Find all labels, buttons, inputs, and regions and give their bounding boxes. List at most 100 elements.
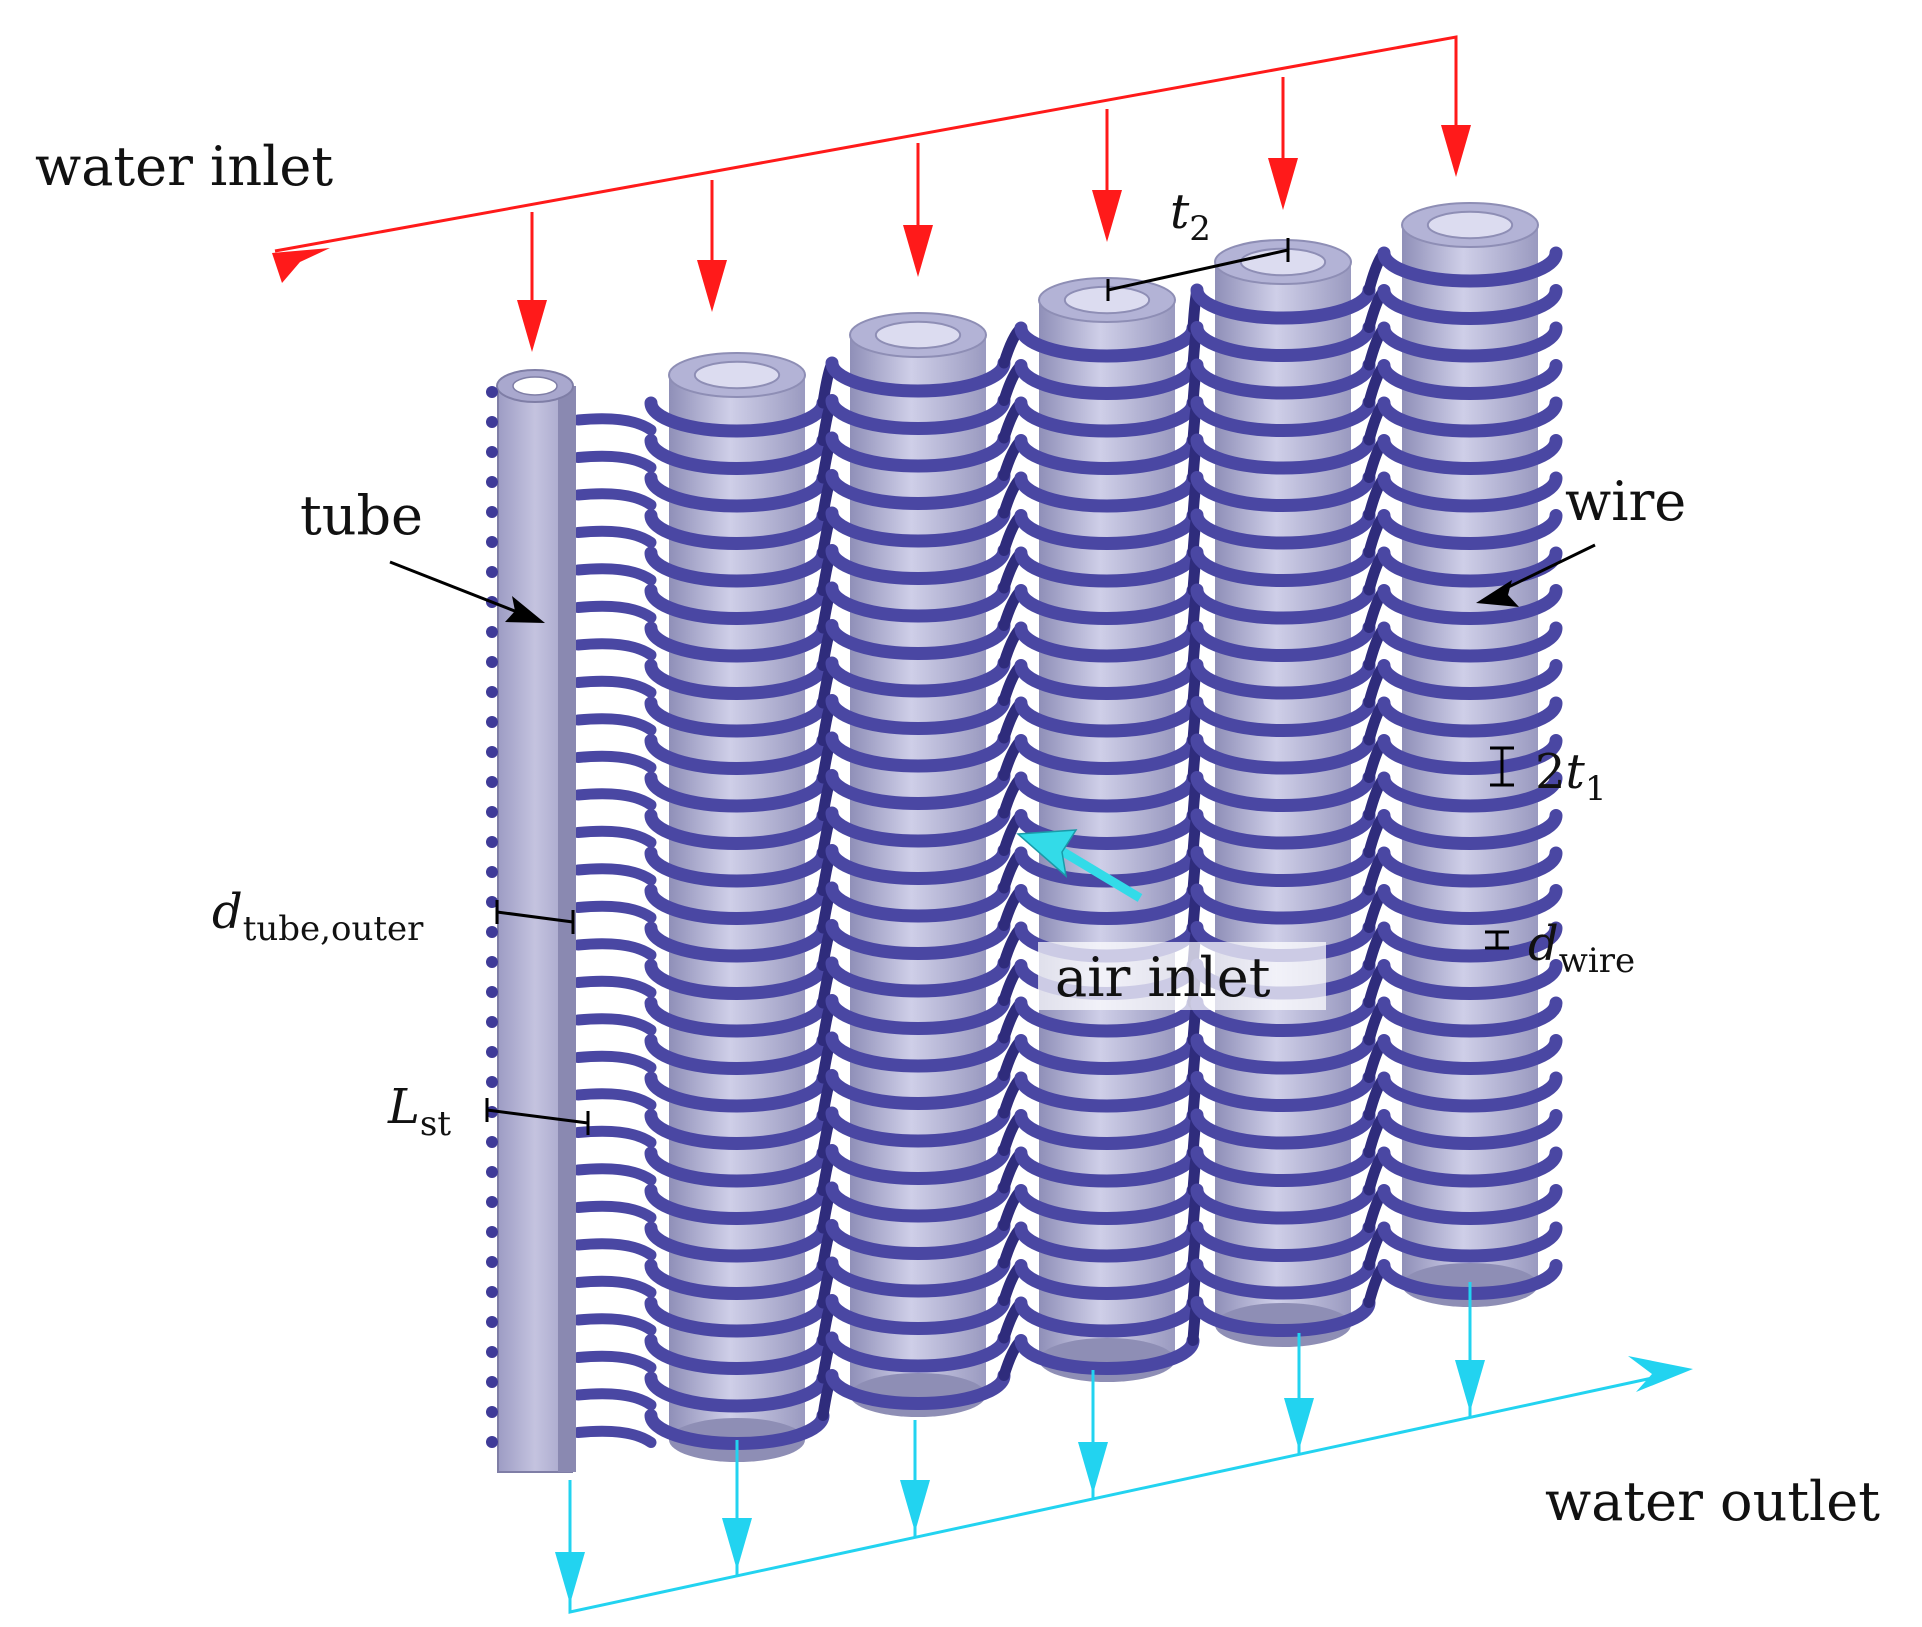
wire-ring <box>644 884 830 925</box>
tube-column <box>668 352 806 1462</box>
wire-link <box>572 1238 657 1261</box>
d-wire-label: dwire <box>1528 916 1635 981</box>
wire-ring <box>644 396 830 438</box>
wire-ring <box>1377 884 1563 925</box>
air-inlet-label: air inlet <box>1055 946 1271 1009</box>
wire-ring <box>644 659 830 700</box>
wire-link <box>572 563 657 586</box>
two-t1-symbol: t <box>1566 744 1586 800</box>
wire-ring <box>1377 434 1563 475</box>
wire-ring <box>1014 809 1200 850</box>
wire-ring <box>1014 734 1200 775</box>
wire-dot <box>486 1196 498 1208</box>
wire-ring <box>1014 884 1200 925</box>
air-inlet-label-bg <box>1038 942 1326 1010</box>
wire-link <box>572 1200 657 1223</box>
wire-ring <box>1190 1108 1376 1150</box>
wire-dot <box>486 1286 498 1298</box>
front-tube <box>496 369 576 1473</box>
wire-ring <box>825 1369 1011 1410</box>
wire-ring <box>1014 546 1200 588</box>
l-st-dimension-line <box>486 1108 589 1125</box>
t2-symbol: t <box>1170 184 1190 240</box>
wire-link <box>572 788 657 811</box>
wire-ring <box>1377 771 1563 813</box>
d-tube-dimension-line <box>496 910 574 924</box>
wire-dot <box>486 746 498 758</box>
wire-ring <box>644 734 830 775</box>
front-wire-dots <box>486 386 498 1448</box>
wire-ring <box>1377 1146 1563 1188</box>
wire-ring <box>825 469 1011 510</box>
wire-ring <box>1190 433 1376 475</box>
d-tube-outer-label: dtube,outer <box>212 884 424 949</box>
two-t1-label: 2t1 <box>1535 744 1606 809</box>
wire-ring <box>1014 396 1200 438</box>
wire-link <box>572 1050 657 1073</box>
wire-ring <box>825 731 1011 773</box>
wire-ring <box>1014 659 1200 700</box>
wire-ring <box>644 959 830 1000</box>
wire-ring <box>1377 996 1563 1038</box>
wire-link <box>572 825 657 848</box>
wire-dot <box>486 956 498 968</box>
wire-dot <box>486 686 498 698</box>
wire-ring <box>825 656 1011 698</box>
wire-dot <box>486 926 498 938</box>
wire-link <box>572 900 657 923</box>
wire-link <box>572 1313 657 1336</box>
wire-link <box>572 413 657 436</box>
annotation-arrowheads <box>505 580 1519 623</box>
wire-ring <box>644 771 830 813</box>
wire-dot <box>486 1376 498 1388</box>
tube-label: tube <box>300 484 423 547</box>
wire-ring <box>825 1181 1011 1223</box>
wire-ring <box>1190 1033 1376 1075</box>
air-inlet-arrow <box>1016 829 1143 902</box>
wire-ring <box>1377 1109 1563 1150</box>
wire-ring <box>644 996 830 1038</box>
wire-ring <box>1190 283 1376 325</box>
wire-ring <box>1014 509 1200 550</box>
wire-dot <box>486 836 498 848</box>
wire-dot <box>486 1256 498 1268</box>
wire-ring <box>1190 546 1376 587</box>
t2-label: t2 <box>1170 184 1211 249</box>
wire-ring <box>644 546 830 588</box>
wire-ring <box>1014 584 1200 625</box>
wire-ring <box>644 1109 830 1150</box>
wire-ring <box>644 584 830 625</box>
wire-link <box>572 1350 657 1373</box>
wire-ring <box>1014 621 1200 663</box>
wire-ring <box>825 919 1011 960</box>
wire-dot <box>486 386 498 398</box>
wire-ring <box>1190 733 1376 775</box>
wire-ring <box>1014 471 1200 513</box>
wire-link <box>572 525 657 548</box>
wire-ring <box>825 506 1011 548</box>
l-st-label: Lst <box>387 1079 451 1144</box>
wire-ring <box>1014 1221 1200 1263</box>
wire-ring <box>1014 771 1200 813</box>
water-outlet-arrowheads <box>555 1356 1693 1604</box>
t2-subscript: 2 <box>1189 209 1211 249</box>
wire-ring <box>1014 1184 1200 1225</box>
wire-ring <box>1377 359 1563 400</box>
wire-dot <box>486 416 498 428</box>
wire-ring <box>825 994 1011 1035</box>
wire-dot <box>486 866 498 878</box>
wire-ring <box>1014 359 1200 400</box>
wire-ring <box>644 1221 830 1263</box>
wire-ring <box>1377 546 1563 588</box>
wire-ring <box>1377 584 1563 625</box>
wire-ring <box>644 1071 830 1113</box>
wire-link <box>572 713 657 736</box>
wire-ring <box>825 806 1011 848</box>
wire-ring <box>644 1259 830 1300</box>
wire-link <box>572 1388 657 1411</box>
wire-ring <box>1377 1034 1563 1075</box>
wire-ring <box>644 471 830 513</box>
wire-link <box>572 675 657 698</box>
wire-ring <box>1014 321 1200 363</box>
